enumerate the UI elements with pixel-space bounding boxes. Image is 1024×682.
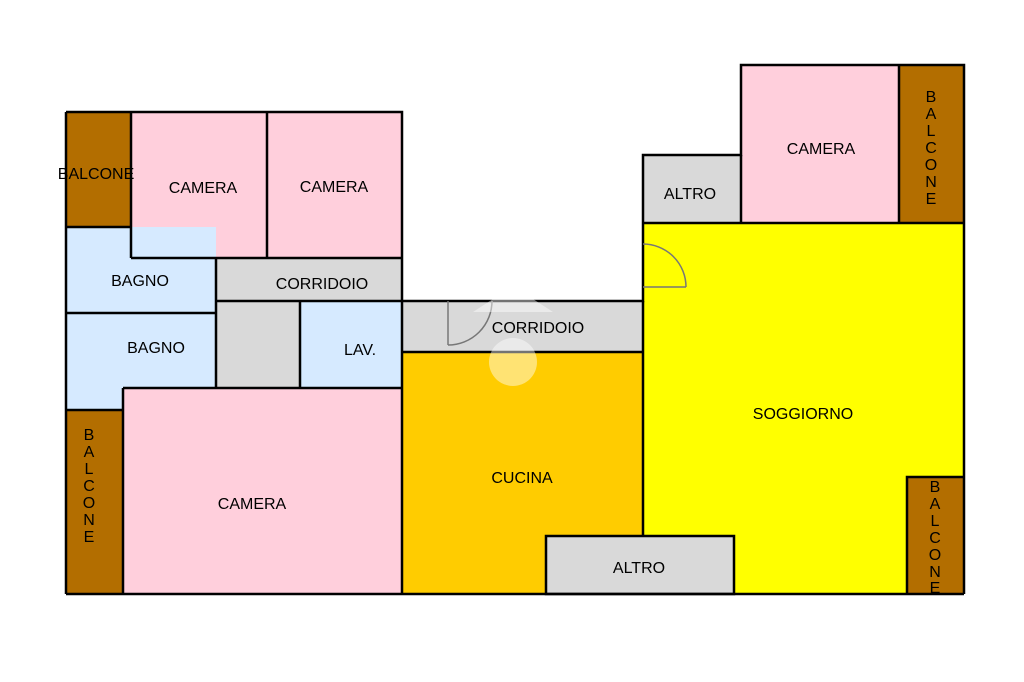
label-camera-bottom-left: CAMERA (218, 496, 287, 513)
vertical-letter: L (927, 123, 936, 140)
camera-bottom-left (123, 388, 402, 594)
camera-top-left-2 (267, 112, 402, 258)
altro-top (643, 155, 741, 223)
lav (300, 301, 402, 388)
label-corridoio-center: CORRIDOIO (492, 320, 584, 337)
label-balcone-top-right: B A L C O N E (925, 89, 937, 208)
label-bagno-1: BAGNO (111, 273, 169, 290)
door-corridoio (447, 300, 493, 346)
bagno-2-lower (66, 388, 123, 410)
balcone-top-right (899, 65, 964, 223)
label-bagno-2: BAGNO (127, 340, 185, 357)
label-altro-top: ALTRO (664, 186, 716, 203)
vertical-letter: O (925, 157, 937, 174)
vertical-letter: B (926, 89, 937, 106)
vertical-letter: B (84, 427, 95, 444)
vertical-letter: C (929, 530, 941, 547)
vertical-letter: A (926, 106, 937, 123)
watermark-logo-icon (473, 286, 553, 386)
storage-gray (216, 301, 300, 388)
vertical-letter: E (84, 529, 95, 546)
camera-top-right (741, 65, 899, 223)
vertical-letter: C (83, 478, 95, 495)
altro-bottom-over (643, 536, 734, 594)
vertical-letter: C (925, 140, 937, 157)
label-balcone-bottom-right: B A L C O N E (929, 479, 941, 597)
label-balcone-top-left: BALCONE (58, 166, 134, 183)
vertical-letter: L (931, 513, 940, 530)
label-cucina: CUCINA (491, 470, 553, 487)
vertical-letter: N (83, 512, 95, 529)
label-camera-top-left-2: CAMERA (300, 179, 369, 196)
label-lav: LAV. (344, 342, 376, 359)
label-corridoio-left: CORRIDOIO (276, 276, 368, 293)
bagno-2 (66, 313, 216, 388)
balcone-bottom-right (907, 477, 964, 594)
vertical-letter: E (926, 191, 937, 208)
vertical-letter: O (83, 495, 95, 512)
label-camera-top-right: CAMERA (787, 141, 856, 158)
vertical-letter: O (929, 547, 941, 564)
balcone-bottom-left (66, 410, 123, 594)
bagno-1 (66, 227, 216, 313)
label-balcone-bottom-left: B A L C O N E (83, 427, 95, 546)
label-camera-top-left-1: CAMERA (169, 180, 238, 197)
balcone-top-left (66, 112, 131, 227)
corridoio-left (216, 258, 402, 301)
label-soggiorno: SOGGIORNO (753, 406, 853, 423)
vertical-letter: A (84, 444, 95, 461)
walls (64, 63, 966, 596)
vertical-letter: L (85, 461, 94, 478)
door-soggiorno (642, 243, 687, 288)
vertical-letter: A (930, 496, 941, 513)
label-altro-bottom: ALTRO (613, 560, 665, 577)
vertical-letter: N (925, 174, 937, 191)
vertical-letter: B (930, 479, 941, 496)
corridoio-center (402, 301, 643, 352)
vertical-letter: E (930, 580, 941, 597)
vertical-letter: N (929, 564, 941, 581)
